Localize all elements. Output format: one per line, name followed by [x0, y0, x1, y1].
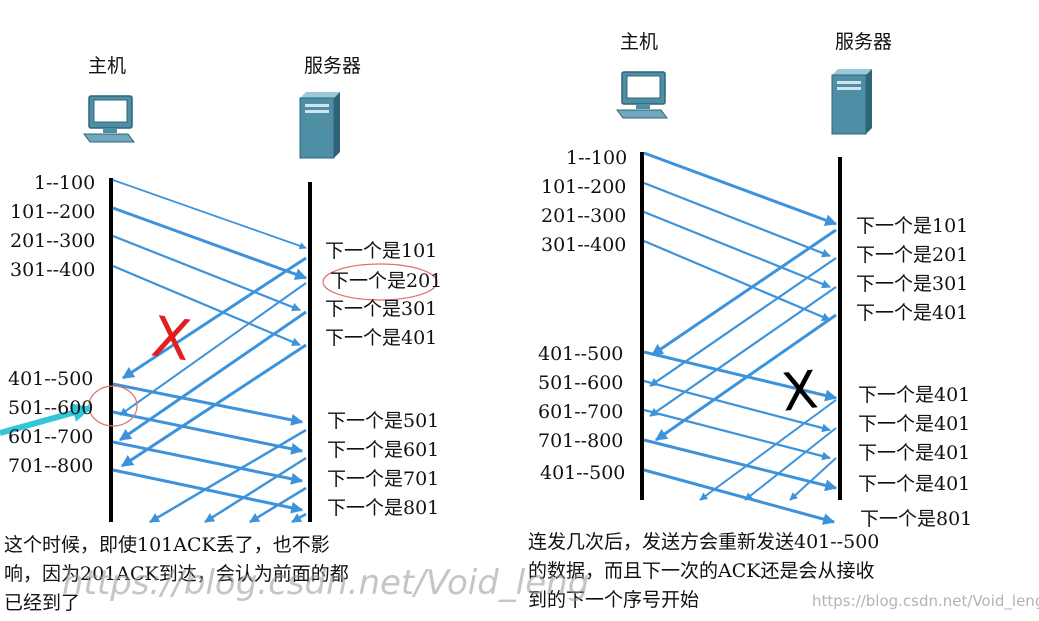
- server-label: 服务器: [835, 31, 893, 53]
- ack-label: 下一个是801: [327, 497, 440, 519]
- server-label: 服务器: [304, 55, 362, 77]
- send-label: 501--600: [8, 397, 94, 419]
- left-diagram: [0, 92, 438, 524]
- host-label: 主机: [88, 55, 127, 77]
- server-icon: [299, 92, 340, 159]
- ack-label: 下一个是301: [325, 298, 438, 320]
- right-note: 连发几次后，发送方会重新发送401--500 的数据，而且下一次的ACK还是会从…: [528, 528, 948, 615]
- send-label: 201--300: [541, 205, 627, 227]
- watermark-small: https://blog.csdn.net/Void_leng: [812, 592, 1039, 610]
- send-label: 1--100: [566, 147, 628, 169]
- note-line: 这个时候，即使101ACK丢了，也不影: [4, 534, 330, 556]
- send-label: 1--100: [34, 172, 96, 194]
- send-label: 101--200: [10, 201, 96, 223]
- ack-label: 下一个是401: [325, 327, 438, 349]
- ack-label: 下一个是401: [858, 473, 971, 495]
- left-note: 这个时候，即使101ACK丢了，也不影 响，因为201ACK到达，会认为前面的都…: [4, 531, 424, 618]
- right-diagram: [616, 69, 872, 525]
- server-icon: [831, 69, 872, 135]
- ack-label: 下一个是101: [856, 215, 969, 237]
- ack-label: 下一个是201: [330, 270, 443, 292]
- note-line: 到的下一个序号开始: [528, 589, 700, 611]
- ack-label: 下一个是201: [856, 244, 969, 266]
- send-label: 401--500: [538, 343, 624, 365]
- right-ack-arrows: [649, 228, 837, 501]
- right-data-arrows: [643, 151, 838, 525]
- note-line: 响，因为201ACK到达，会认为前面的都: [4, 563, 349, 585]
- lost-packet-mark: X: [147, 304, 195, 375]
- host-computer-icon: [616, 71, 668, 119]
- host-label: 主机: [620, 31, 659, 53]
- ack-label: 下一个是801: [860, 508, 973, 530]
- send-label: 201--300: [10, 230, 96, 252]
- ack-label: 下一个是301: [856, 273, 969, 295]
- note-line: 已经到了: [4, 592, 81, 614]
- lost-packet-mark: X: [778, 360, 821, 424]
- send-label: 501--600: [538, 372, 624, 394]
- send-label: 301--400: [541, 234, 627, 256]
- send-label: 701--800: [8, 455, 94, 477]
- note-line: 的数据，而且下一次的ACK还是会从接收: [528, 560, 875, 582]
- send-label: 101--200: [541, 176, 627, 198]
- send-label: 701--800: [538, 430, 624, 452]
- ack-label: 下一个是601: [327, 439, 440, 461]
- ack-label: 下一个是401: [858, 413, 971, 435]
- ack-label: 下一个是401: [858, 384, 971, 406]
- watermark-large: https://blog.csdn.net/Void_leng: [62, 563, 590, 603]
- highlight-circle-ack: [322, 263, 438, 301]
- send-label: 601--700: [8, 426, 94, 448]
- pointer-arrow: [0, 403, 92, 436]
- ack-label: 下一个是401: [858, 442, 971, 464]
- ack-label: 下一个是101: [325, 240, 438, 262]
- ack-label: 下一个是701: [327, 468, 440, 490]
- host-computer-icon: [83, 95, 135, 143]
- send-label: 301--400: [10, 259, 96, 281]
- left-data-arrows: [112, 179, 308, 514]
- note-line: 连发几次后，发送方会重新发送401--500: [528, 531, 880, 553]
- left-ack-arrows: [119, 256, 307, 524]
- send-label: 601--700: [538, 401, 624, 423]
- send-label: 401--500: [8, 368, 94, 390]
- send-label: 401--500: [540, 462, 626, 484]
- ack-label: 下一个是501: [327, 410, 440, 432]
- ack-label: 下一个是401: [856, 302, 969, 324]
